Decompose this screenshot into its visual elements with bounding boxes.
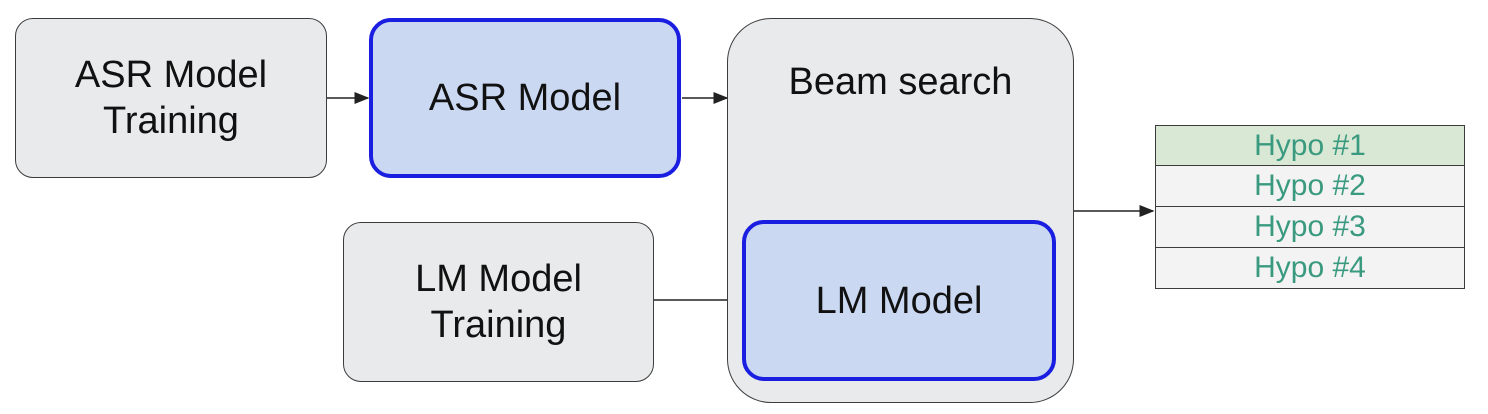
lm-training-label: LM Model Training [415,258,582,346]
lm-model-node: LM Model [742,220,1056,381]
lm-training-node: LM Model Training [343,222,654,382]
hypo-item-1: Hypo #1 [1155,125,1465,166]
asr-training-label: ASR Model Training [74,54,268,142]
beam-search-label: Beam search [788,61,1013,103]
hypo-item-2: Hypo #2 [1155,166,1465,207]
lm-model-label: LM Model [815,279,983,322]
asr-model-node: ASR Model [369,18,681,178]
asr-training-node: ASR Model Training [15,18,327,178]
asr-model-label: ASR Model [428,77,622,119]
hypo-item-3: Hypo #3 [1155,207,1465,248]
hypo-item-4: Hypo #4 [1155,248,1465,289]
